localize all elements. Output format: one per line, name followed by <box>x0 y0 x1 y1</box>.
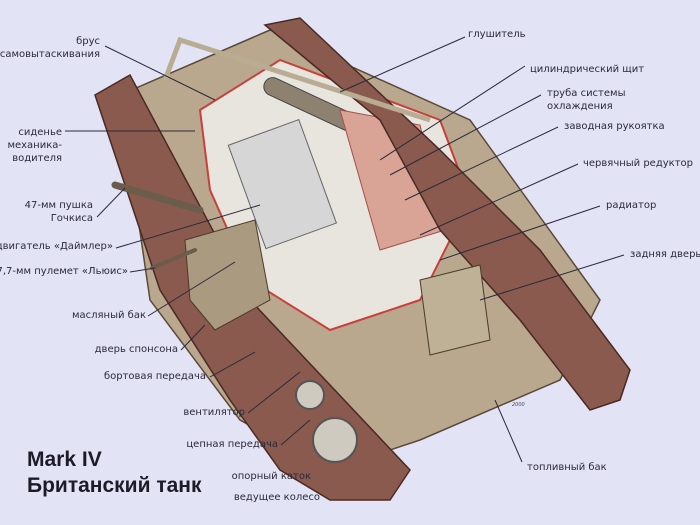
leader-muffler <box>339 36 466 93</box>
label-daimler-engine: двигатель «Даймлер» <box>0 241 113 252</box>
label-road-wheel: опорный каток <box>231 471 311 482</box>
label-fuel-tank: топливный бак <box>527 462 607 473</box>
leader-daimler-engine <box>115 204 261 249</box>
label-lewis-gun: 7,7-мм пулемет «Льюис» <box>0 266 128 277</box>
label-rear-door: задняя дверь <box>630 249 700 260</box>
leader-lines <box>65 36 625 463</box>
leader-fuel-tank <box>494 399 523 463</box>
leader-side-transmission <box>209 351 256 378</box>
label-muffler: глушитель <box>468 29 526 40</box>
label-radiator: радиатор <box>606 200 657 211</box>
artist-signature: 2000 <box>512 402 525 408</box>
leader-cooling-pipe <box>389 94 542 176</box>
label-starting-handle: заводная рукоятка <box>564 121 665 132</box>
drive-wheel-graphic <box>312 417 358 463</box>
label-side-transmission: бортовая передача <box>103 371 206 382</box>
leader-chain-drive <box>280 419 311 446</box>
road-wheel-graphic <box>295 380 325 410</box>
leader-oil-tank <box>147 261 236 317</box>
label-cylindrical-shield: цилиндрический щит <box>530 64 645 75</box>
leader-lewis-gun <box>129 267 156 273</box>
label-chain-drive: цепная передача <box>186 439 278 450</box>
label-worm-gear: червячный редуктор <box>583 158 693 169</box>
leader-worm-gear <box>419 163 579 236</box>
label-drive-wheel: ведущее колесо <box>233 492 320 503</box>
leader-fan <box>247 371 301 414</box>
lewis-gun-barrel <box>150 248 197 270</box>
rear-door-panel <box>419 264 491 356</box>
left-track <box>94 73 411 501</box>
leader-hotchkiss-gun <box>96 187 126 218</box>
label-fan: вентилятор <box>183 407 245 418</box>
label-sponson-door: дверь спонсона <box>94 344 178 355</box>
label-oil-tank: масляный бак <box>71 310 146 321</box>
leader-cylindrical-shield <box>379 65 526 161</box>
unditching-rails <box>162 36 431 123</box>
leader-rear-door <box>479 254 625 301</box>
leader-starting-handle <box>404 126 559 201</box>
leader-radiator <box>439 205 601 261</box>
hotchkiss-gun-barrel <box>111 181 204 214</box>
engine <box>227 118 338 250</box>
leader-sponson-door <box>180 324 206 351</box>
leader-unditching-beam <box>104 45 216 101</box>
